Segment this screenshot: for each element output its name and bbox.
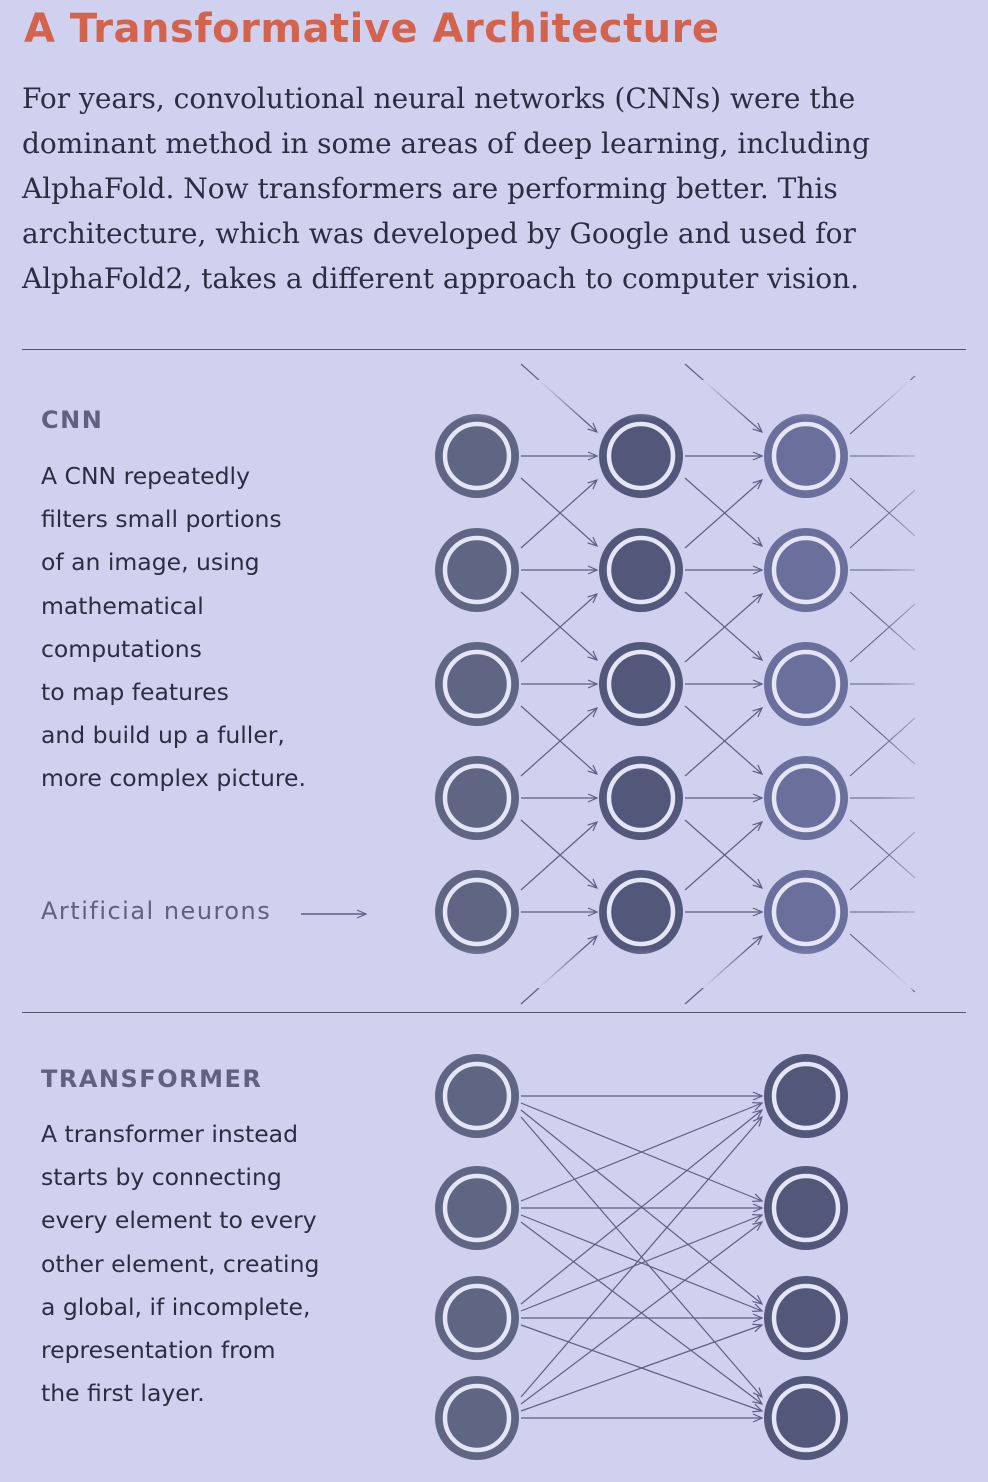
divider-top (22, 349, 966, 350)
cnn-neuron-layer-1 (435, 756, 519, 840)
cnn-neuron-layer-3 (764, 414, 848, 498)
divider-middle (22, 1012, 966, 1013)
cnn-neuron-layer-1 (435, 528, 519, 612)
transformer-connections (520, 1091, 764, 1423)
transformer-connection (520, 1221, 764, 1405)
transformer-description-line: starts by connecting (41, 1163, 282, 1192)
cnn-neuron-layer-3 (764, 870, 848, 954)
cnn-fade-bottom (430, 948, 950, 988)
transformer-description: A transformer instead starts by connectin… (41, 1113, 319, 1415)
transformer-neuron-output (764, 1276, 848, 1360)
cnn-neuron-layer-2 (599, 642, 683, 726)
cnn-connection-diagonal (520, 705, 599, 775)
cnn-neuron-layer-3 (764, 642, 848, 726)
cnn-fade-top (430, 380, 950, 420)
cnn-description-line: A CNN repeatedly (41, 462, 250, 490)
artificial-neurons-label: Artificial neurons (41, 897, 271, 925)
cnn-connection-diagonal (520, 593, 599, 663)
transformer-neuron-output (764, 1166, 848, 1250)
transformer-neuron-input (435, 1376, 519, 1460)
cnn-fade-right (880, 380, 940, 990)
transformer-neuron-input (435, 1276, 519, 1360)
transformer-connection (520, 1115, 763, 1398)
cnn-neuron-layer-3 (764, 756, 848, 840)
cnn-neuron-layer-2 (599, 756, 683, 840)
cnn-description-line: computations (41, 634, 202, 663)
cnn-connection-diagonal (520, 707, 599, 777)
page-title: A Transformative Architecture (24, 6, 720, 52)
transformer-neuron-output (764, 1376, 848, 1460)
cnn-connection-diagonal (684, 593, 764, 663)
transformer-description-line: a global, if incomplete, (41, 1292, 311, 1321)
cnn-neuron-layer-2 (599, 528, 683, 612)
cnn-description-line: mathematical (41, 591, 204, 620)
cnn-connection-diagonal (520, 819, 599, 889)
transformer-neuron-output (764, 1054, 848, 1138)
transformer-connection (520, 1323, 764, 1412)
transformer-connection (520, 1109, 764, 1305)
cnn-neuron-layer-1 (435, 870, 519, 954)
cnn-connection-diagonal (684, 705, 764, 775)
cnn-connection-diagonal (520, 821, 599, 891)
cnn-connection-diagonal (520, 479, 599, 549)
cnn-description-line: filters small portions (41, 505, 282, 534)
cnn-neuron-layer-2 (599, 870, 683, 954)
cnn-connection-diagonal (684, 479, 764, 549)
intro-paragraph: For years, convolutional neural networks… (22, 82, 870, 295)
cnn-connection-diagonal (684, 819, 764, 889)
transformer-neuron-input (435, 1054, 519, 1138)
cnn-neuron-layer-1 (435, 642, 519, 726)
cnn-description: A CNN repeatedly filters small portions of… (41, 455, 306, 801)
cnn-connection-diagonal (520, 477, 599, 547)
artificial-neurons-text: Artificial neurons (41, 897, 272, 925)
transformer-neuron-input (435, 1166, 519, 1250)
cnn-description-line: to map features (41, 678, 229, 707)
edge-fades (430, 380, 950, 990)
cnn-neuron-layer-3 (764, 528, 848, 612)
cnn-neuron-layer-2 (599, 414, 683, 498)
transformer-description-line: the first layer. (41, 1379, 205, 1408)
cnn-description-line: and build up a fuller, (41, 721, 285, 750)
transformer-description-line: representation from (41, 1336, 276, 1365)
transformer-description-line: every element to every (41, 1206, 317, 1235)
cnn-description-line: more complex picture. (41, 764, 306, 793)
transformer-neurons (435, 1054, 848, 1460)
cnn-description-line: of an image, using (41, 548, 260, 577)
cnn-connection-diagonal (684, 821, 764, 891)
cnn-neurons (435, 414, 848, 954)
cnn-connection-diagonal (520, 591, 599, 661)
transformer-description-line: A transformer instead (41, 1120, 298, 1148)
cnn-label: CNN (41, 406, 104, 434)
transformer-connection (520, 1102, 764, 1202)
transformer-connection (520, 1214, 764, 1312)
transformer-description-line: other element, creating (41, 1249, 320, 1278)
cnn-connection-diagonal (684, 591, 764, 661)
cnn-neuron-layer-1 (435, 414, 519, 498)
cnn-connection-diagonal (684, 707, 764, 777)
cnn-connection-diagonal (684, 477, 764, 547)
transformer-label: TRANSFORMER (41, 1065, 263, 1093)
